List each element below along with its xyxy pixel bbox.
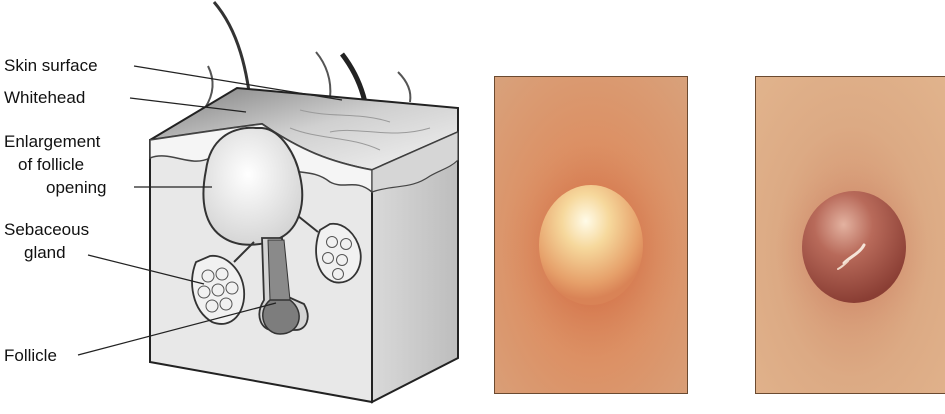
inflamed-pimple-illustration (756, 77, 945, 394)
hair-strand (205, 66, 213, 108)
label-enlargement-line2: of follicle (18, 155, 84, 175)
label-enlargement-line3: opening (46, 178, 107, 198)
hair-strand (398, 72, 410, 102)
label-sebaceous-line1: Sebaceous (4, 220, 89, 240)
label-sebaceous-line2: gland (24, 243, 66, 263)
label-enlargement-line1: Enlargement (4, 132, 100, 152)
whitehead-pimple-illustration (495, 77, 688, 394)
label-whitehead: Whitehead (4, 88, 85, 108)
label-follicle: Follicle (4, 346, 57, 366)
inflamed-pimple-skin-panel (755, 76, 945, 394)
whitehead-skin-panel (494, 76, 688, 394)
label-skin-surface: Skin surface (4, 56, 98, 76)
hair-strand (316, 52, 330, 98)
enlarged-follicle-opening (203, 128, 302, 245)
